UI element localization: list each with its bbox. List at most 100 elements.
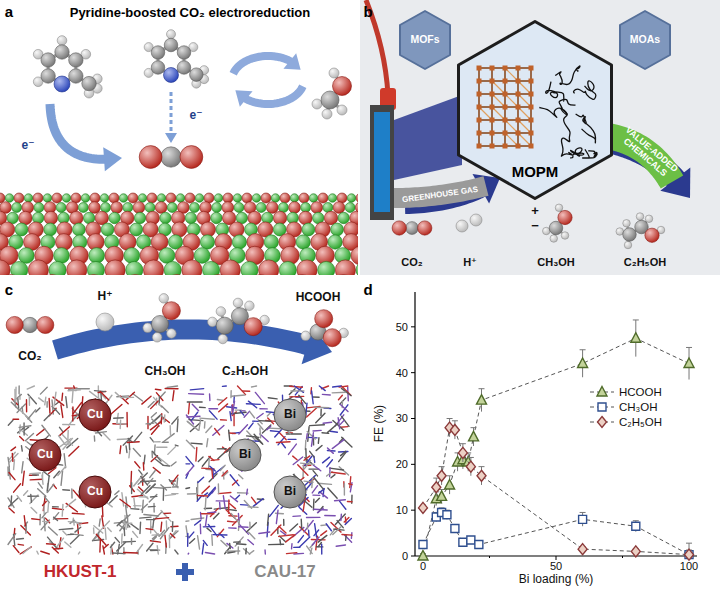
framework-bond [123,527,125,536]
framework-bond [162,442,168,443]
data-marker [477,395,487,405]
framework-bond [68,522,81,523]
framework-bond [160,392,165,398]
data-marker [684,358,694,368]
atom [167,203,177,213]
atom [392,221,406,235]
tick [411,510,415,511]
framework-bond [23,471,25,485]
framework-bond [308,530,310,536]
tick-label: 30 [396,412,408,424]
framework-bond [230,412,231,421]
framework-bond [340,405,348,412]
arrow-shaft [233,56,290,74]
framework-bond [30,494,32,502]
atom [261,193,271,203]
atom [645,228,659,242]
framework-bond [134,498,135,507]
electron-label: e⁻ [21,139,34,152]
atom [145,203,155,213]
data-marker [437,470,446,481]
error-cap [452,420,458,421]
atom [19,211,32,224]
atom [333,77,352,96]
node-text: MOAs [630,34,660,46]
framework-bond [318,508,324,512]
atom [151,61,165,75]
framework-bond [198,477,204,482]
framework-bond [117,423,127,425]
framework-bond [186,487,190,489]
framework-bond [32,518,40,520]
node-text: MOFs [410,34,439,46]
tick-label: 0 [420,560,426,572]
framework-bond [186,466,193,475]
framework-bond [158,457,168,464]
node-outline [400,11,450,69]
atom [147,193,157,203]
axis-title: Bi loading (%) [519,573,594,586]
framework-bond [267,426,271,429]
framework-bond [150,541,160,542]
atom [234,203,244,213]
framework-bond [170,534,174,538]
atom [279,261,296,275]
molecule-label: CH₃OH [145,365,186,378]
metal-node [529,118,534,123]
framework-bond [96,534,106,545]
atom [138,194,147,203]
framework-bond [173,391,174,401]
electrode-plate [370,105,394,220]
framework-bond [169,535,171,547]
framework-bond [122,493,124,506]
framework-bond [30,479,42,481]
co2-molecule [392,221,432,235]
framework-bond [63,489,70,491]
framework-bond [240,411,243,415]
framework-bond [239,425,248,434]
metal-node [529,66,534,71]
framework-bond [9,498,18,506]
atom [248,211,261,224]
atom [299,193,309,203]
atom [229,222,244,237]
series-line [423,338,689,556]
framework-bond [176,478,178,486]
metal-node [516,66,521,71]
framework-bond [172,417,178,424]
data-marker [419,541,427,549]
data-marker [459,538,467,546]
framework-bond [60,427,70,436]
framework-bond [197,495,207,497]
framework-bond [148,478,153,484]
framework-bond [118,544,120,554]
atom [41,275,63,276]
framework-bond [219,398,227,405]
framework-bond [191,442,202,444]
framework-bond [219,502,221,509]
framework-bond [349,483,352,485]
framework-bond [206,426,212,433]
node-outline [274,476,306,508]
atom [105,260,125,275]
framework-bond [246,523,256,532]
atom [19,248,35,264]
framework-bond [115,538,119,543]
material-name: CAU-17 [254,563,315,582]
framework-bond [11,402,19,410]
framework-bond [161,511,171,522]
legend-sample [590,387,614,397]
atom [6,316,23,333]
framework-structure [8,386,178,554]
legend-text: HCOOH [619,386,662,399]
framework-bond [316,536,318,550]
atom [636,213,644,221]
framework-bond [283,519,285,525]
framework-bond [151,550,158,552]
atom [69,53,83,67]
framework-bond [222,471,227,476]
tick [622,556,623,558]
metal-node [490,92,495,97]
framework-bond [321,531,327,535]
framework-bond [312,391,314,404]
